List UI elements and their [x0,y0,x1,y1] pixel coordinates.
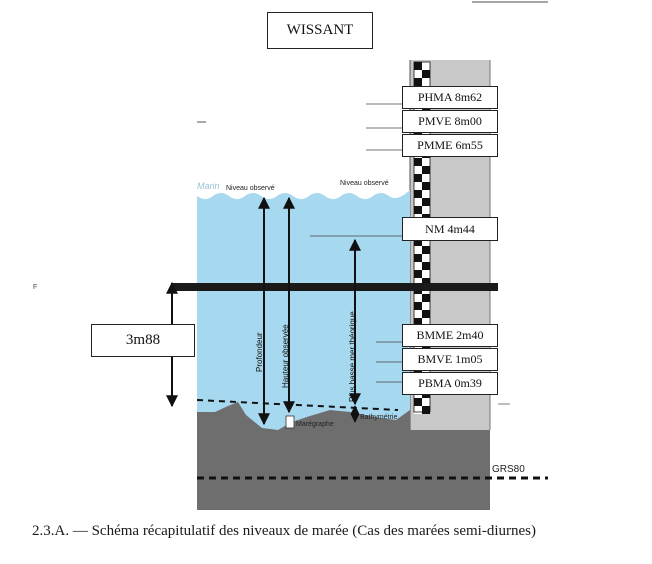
level-leader-lines [310,103,510,405]
staff-cell [414,62,422,70]
staff-cell [422,238,430,246]
staff-cell [422,158,430,166]
side-mark: F [33,284,37,291]
level-label: PMME 6m55 [417,138,483,152]
staff-cell [414,158,422,166]
staff-cell [422,70,430,78]
staff-cell [422,270,430,278]
level-box-bmme: BMME 2m40 [402,324,498,347]
staff-cell [422,78,430,86]
staff-cell [414,302,422,310]
page-title-text: WISSANT [286,22,354,38]
staff-cell [414,166,422,174]
offset-box: 3m88 [91,324,195,357]
seabed [197,402,490,510]
level-box-pmve: PMVE 8m00 [402,110,498,133]
staff-cell [422,190,430,198]
staff-cell [422,174,430,182]
page-title: WISSANT [267,12,373,49]
observed-height-label: Hauteur observée [281,324,290,388]
tide-gauge-icon [285,415,295,429]
staff-cell [422,406,430,414]
staff-cell [414,190,422,198]
chart-datum-line [196,399,399,411]
level-box-pmme: PMME 6m55 [402,134,498,157]
lowest-theoretical-label: Plus basse mer théorique [348,311,357,402]
staff-cell [414,238,422,246]
staff-cell [414,278,422,286]
level-label: PMVE 8m00 [418,114,482,128]
staff-cell [414,254,422,262]
level-box-bmve: BMVE 1m05 [402,348,498,371]
observed-level-left-label: Niveau observé [226,185,275,192]
level-label: BMME 2m40 [416,328,484,342]
offset-label: 3m88 [125,332,161,348]
staff-cell [422,246,430,254]
staff-cell [422,166,430,174]
staff-cell [422,294,430,302]
staff-cell [422,254,430,262]
staff-cell [414,174,422,182]
staff-cell [414,318,422,326]
staff-cell [414,198,422,206]
staff-cell [414,206,422,214]
staff-cell [422,398,430,406]
grs80-label: GRS80 [492,464,525,475]
bathymetry-label: Bathymétrie [360,414,397,421]
staff-cell [414,246,422,254]
staff-cell [422,206,430,214]
staff-cell [414,398,422,406]
staff-cell [414,270,422,278]
staff-cell [414,70,422,78]
depth-label: Profondeur [255,332,264,372]
staff-cell [422,198,430,206]
water-body [197,190,410,430]
level-box-pbma: PBMA 0m39 [402,372,498,395]
watermark-label: Marin [197,181,220,191]
staff-cell [422,62,430,70]
level-label: PHMA 8m62 [417,90,483,104]
level-label: NM 4m44 [425,221,475,236]
staff-cell [422,318,430,326]
staff-cell [422,310,430,318]
staff-cell [414,262,422,270]
staff-cell [422,182,430,190]
staff-cell [414,294,422,302]
staff-cell [422,302,430,310]
staff-cell [414,78,422,86]
staff-cell [422,278,430,286]
staff-cell [414,406,422,414]
reference-band [171,283,498,291]
level-label: PBMA 0m39 [418,376,482,390]
staff-cell [414,310,422,318]
staff-cell [422,262,430,270]
staff-cell [414,182,422,190]
level-box-nm: NM 4m44 [402,217,498,241]
observed-level-right-label: Niveau observé [340,180,389,187]
level-label: BMVE 1m05 [417,352,483,366]
tide-gauge-label: Marégraphe [296,421,334,428]
level-box-phma: PHMA 8m62 [402,86,498,109]
figure-caption: 2.3.A. — Schéma récapitulatif des niveau… [32,523,536,539]
